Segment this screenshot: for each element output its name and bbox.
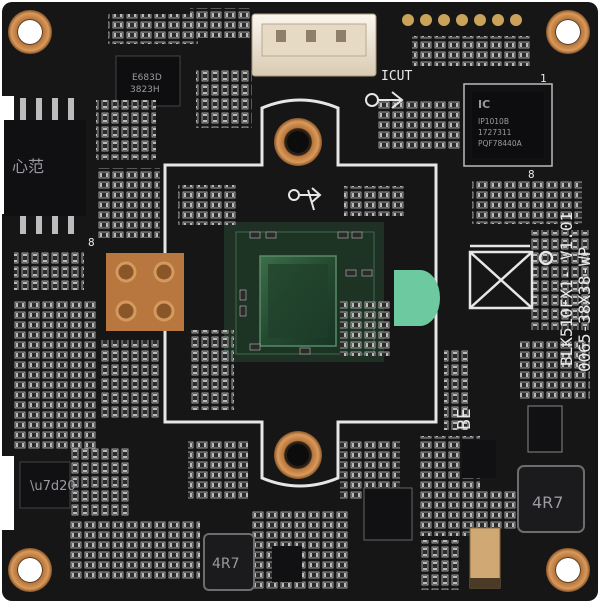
svg-text:心范: 心范 [12,157,44,176]
board-part-text: 0065-38X38-WP [575,247,594,372]
svg-text:IC: IC [478,98,490,111]
chip-right-qfn: IC IP1010B 1727311 PQF78440A [463,83,553,167]
board-model-text: BLK510FX1- V1.01 [557,212,576,366]
svg-text:\u7d20: \u7d20 [30,479,76,494]
board-notch-left-bottom [0,456,14,530]
teal-pad [394,270,440,326]
lens-screw-holes [274,118,322,479]
inductor-right: 4R7 [517,465,585,533]
corner-mount-holes [8,10,590,592]
chip-bottom-middle [272,487,413,582]
silkscreen-figures [288,91,404,211]
pin-label-8-left: 8 [88,236,95,249]
chip-left-soic: 心范 [4,98,86,234]
quad-copper-pad [106,253,184,331]
chip-bottom-left: \u7d20 [19,461,76,509]
pin-label-1: 1 [540,72,547,85]
pin-label-8-right: 8 [528,168,535,181]
sensor-area-passives [239,231,373,355]
svg-text:E683D: E683D [132,73,162,83]
svg-text:4R7: 4R7 [532,493,563,512]
top-connector [251,13,377,77]
svg-text:PQF78440A: PQF78440A [478,139,523,148]
weee-bin-symbol [468,244,554,310]
lens-holder-outline [163,98,438,488]
svg-text:IP1010B: IP1010B [478,117,509,126]
chip-bottom-right-sot [462,405,563,478]
svg-text:3823H: 3823H [130,85,160,95]
chip-left-top: E683D 3823H [115,55,181,107]
inductor-left: 4R7 [203,533,255,591]
svg-text:4R7: 4R7 [212,556,240,572]
connector-label: ICUT [381,69,412,84]
board-be-marking: BE [454,408,475,430]
tan-capacitor [469,527,501,589]
svg-text:1727311: 1727311 [478,128,512,137]
gold-pad-row [402,14,522,26]
